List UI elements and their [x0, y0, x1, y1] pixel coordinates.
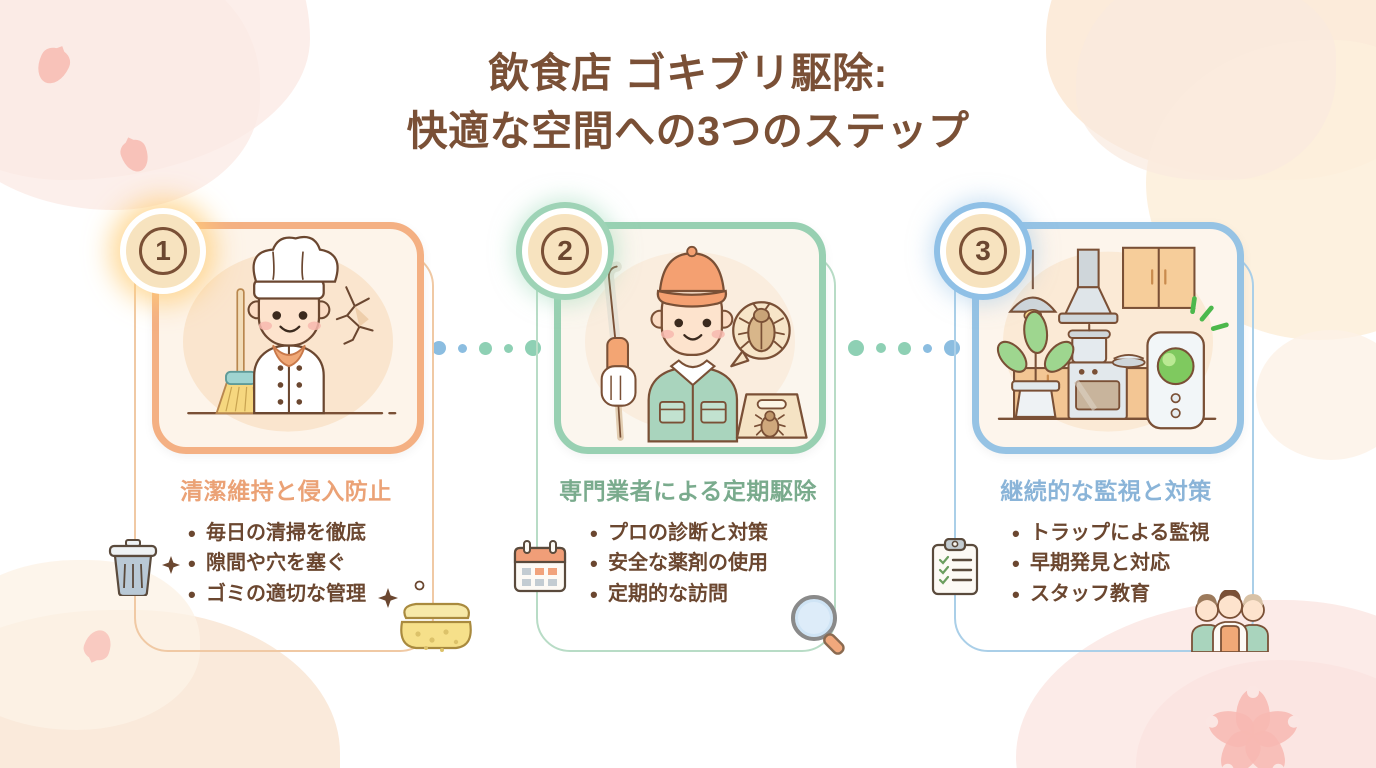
- list-item: 早期発見と対応: [1012, 547, 1258, 581]
- step-title-1: 清潔維持と侵入防止: [180, 478, 392, 504]
- staff-group-icon: [1190, 589, 1272, 653]
- step-bullets-1: 毎日の清掃を徹底 隙間や穴を塞ぐ ゴミの適切な管理: [134, 517, 438, 612]
- list-item: ゴミの適切な管理: [188, 578, 438, 612]
- calendar-icon: [512, 540, 568, 594]
- page-title: 飲食店 ゴキブリ駆除: 快適な空間への3つのステップ: [0, 44, 1376, 160]
- steps-container: 1 清潔維持と侵入防止 毎日の清掃を徹底 隙間や穴を塞ぐ ゴミの適切な管理: [0, 200, 1376, 700]
- bg-blob-top-right-3: [1076, 0, 1336, 180]
- connector-dots-2-3: [848, 340, 960, 356]
- bg-blob-top-left-2: [0, 0, 260, 210]
- clipboard-checklist-icon: [930, 537, 980, 596]
- page-title-line1: 飲食店 ゴキブリ駆除:: [488, 50, 888, 96]
- list-item: スタッフ教育: [1012, 578, 1258, 612]
- magnifying-glass-icon: [788, 592, 852, 656]
- step-bullets-2: プロの診断と対策 安全な薬剤の使用 定期的な訪問: [536, 517, 840, 612]
- illustration-chef-cleaning: [159, 229, 417, 447]
- illustration-pest-control-worker: [561, 229, 819, 447]
- list-item: 定期的な訪問: [590, 578, 840, 612]
- step-bullets-3: トラップによる監視 早期発見と対応 スタッフ教育: [954, 517, 1258, 612]
- step-image-card-2: [554, 222, 826, 454]
- step-number-1: 1: [139, 227, 187, 275]
- sparkle-icon: [162, 556, 180, 574]
- sakura-flower-icon: [1198, 680, 1308, 768]
- sponge-icon: [398, 596, 474, 654]
- step-title-2: 専門業者による定期駆除: [559, 478, 817, 504]
- list-item: 安全な薬剤の使用: [590, 547, 840, 581]
- bg-blob-middle-right: [1256, 330, 1376, 460]
- sparkle-dot-icon: [414, 578, 425, 591]
- step-badge-2: 2: [522, 208, 608, 294]
- trash-can-icon: [106, 538, 160, 598]
- step-badge-1: 1: [120, 208, 206, 294]
- step-number-3: 3: [959, 227, 1007, 275]
- list-item: トラップによる監視: [1012, 517, 1258, 551]
- step-number-2: 2: [541, 227, 589, 275]
- list-item: プロの診断と対策: [590, 517, 840, 551]
- step-badge-3: 3: [940, 208, 1026, 294]
- page-title-line2: 快適な空間への3つのステップ: [406, 108, 970, 155]
- list-item: 隙間や穴を塞ぐ: [188, 547, 438, 581]
- step-image-card-3: [972, 222, 1244, 454]
- list-item: 毎日の清掃を徹底: [188, 517, 438, 551]
- sparkle-icon: [378, 588, 398, 608]
- step-title-3: 継続的な監視と対策: [1000, 478, 1212, 504]
- illustration-kitchen-monitoring: [979, 229, 1237, 447]
